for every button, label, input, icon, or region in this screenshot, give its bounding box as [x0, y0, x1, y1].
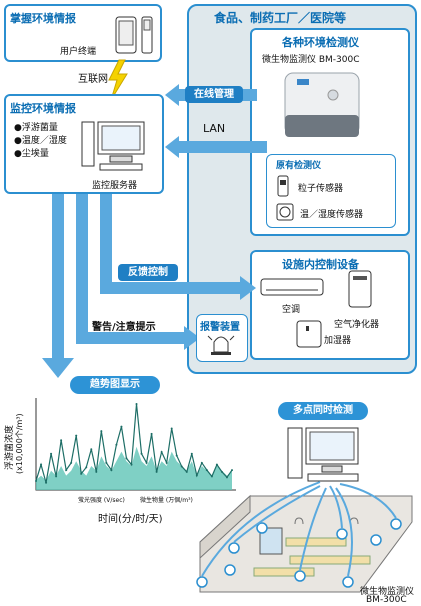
- microbe-point: [150, 432, 153, 435]
- server-computer-icon: [81, 121, 145, 171]
- microbe-point: [85, 466, 88, 469]
- warning-label: 警告/注意提示: [92, 322, 156, 333]
- terminal-label: 用户终端: [60, 47, 97, 57]
- monitor-item-temp: ●温度／湿度: [14, 136, 67, 146]
- temp-humidity-sensor-icon: [276, 203, 294, 221]
- humidifier-icon: [296, 320, 322, 348]
- microbe-point: [75, 434, 78, 437]
- microbe-point: [145, 461, 148, 464]
- microbe-point: [195, 474, 198, 477]
- humidifier-label: 加湿器: [324, 336, 352, 346]
- microbe-point: [185, 470, 188, 473]
- microbe-point: [220, 470, 223, 473]
- microbe-point: [105, 461, 108, 464]
- microbe-point: [225, 476, 228, 479]
- air-purifier-icon: [348, 270, 372, 308]
- bm300c-label: 微生物监测仪 BM-300C: [262, 55, 360, 65]
- series-fluorescence-area: [36, 446, 232, 490]
- chart-ylabel-line2: (x10,000个/m³): [15, 413, 24, 474]
- lan-label: LAN: [203, 122, 226, 135]
- trend-display-label: 趋势图显示: [70, 376, 160, 394]
- air-conditioner-label: 空调: [282, 305, 301, 315]
- microbe-point: [55, 475, 58, 478]
- microbe-point: [35, 479, 37, 482]
- factory-floor-illustration: [196, 481, 413, 593]
- lan-arrow-icon: [165, 136, 267, 158]
- microbe-point: [170, 427, 173, 430]
- air-purifier-label: 空气净化器: [334, 320, 380, 330]
- microbe-point: [95, 470, 98, 473]
- microbe-point: [100, 430, 103, 433]
- microbe-point: [205, 469, 208, 472]
- microbe-point: [215, 463, 218, 466]
- microbe-point: [175, 454, 178, 457]
- microbe-point: [140, 452, 143, 455]
- multipoint-computer-icon: [287, 427, 359, 482]
- microbe-point: [200, 461, 203, 464]
- monitor-title: 监控环境情报: [10, 102, 76, 115]
- alarm-title: 报警装置: [200, 322, 240, 333]
- microbe-point: [70, 461, 73, 464]
- microbe-point: [155, 470, 158, 473]
- multipoint-title: 多点同时检测: [278, 402, 368, 420]
- microbe-point: [45, 481, 48, 484]
- feedback-label: 反馈控制: [118, 264, 178, 281]
- monitor-item-bacteria: ●浮游菌量: [14, 123, 58, 133]
- microbe-point: [130, 463, 133, 466]
- phone-icon: [141, 16, 153, 54]
- bm300c-device-icon: [284, 72, 360, 137]
- monitor-item-dust: ●尘埃量: [14, 149, 49, 159]
- temp-humidity-sensor-label: 温／湿度传感器: [300, 210, 364, 220]
- alarm-light-icon: [207, 335, 235, 355]
- microbe-point: [160, 450, 163, 453]
- microbe-point: [180, 465, 183, 468]
- online-management-label: 在线管理: [185, 86, 243, 103]
- microbe-point: [231, 469, 233, 472]
- controls-box: [250, 250, 410, 360]
- microbe-point: [60, 439, 63, 442]
- chart-legend-2: 微生物量 (万個/m³): [140, 497, 193, 504]
- lightning-icon: [108, 59, 128, 101]
- air-conditioner-icon: [260, 278, 324, 296]
- grasp-title: 掌握环境情报: [10, 12, 76, 25]
- microbe-point: [165, 461, 168, 464]
- multipoint-device-line1: 微生物监测仪: [360, 587, 415, 597]
- server-label: 监控服务器: [92, 181, 138, 191]
- microbe-point: [50, 452, 53, 455]
- microbe-point: [110, 469, 113, 472]
- facility-title: 食品、制药工厂／医院等: [214, 11, 347, 25]
- microbe-point: [210, 475, 213, 478]
- microbe-point: [115, 443, 118, 446]
- tablet-icon: [115, 16, 137, 54]
- instruments-title: 各种环境检测仪: [282, 36, 359, 49]
- trend-chart: [35, 398, 236, 491]
- chart-xlabel: 时间(分/时/天): [98, 514, 163, 525]
- particle-sensor-label: 粒子传感器: [298, 184, 344, 194]
- existing-title: 原有检测仪: [276, 161, 322, 171]
- microbe-point: [40, 463, 43, 466]
- microbe-point: [190, 452, 193, 455]
- microbe-point: [80, 472, 83, 475]
- controls-title: 设施内控制设备: [282, 258, 359, 271]
- particle-sensor-icon: [277, 175, 289, 197]
- series-microbe-line: [35, 403, 233, 483]
- microbe-point: [90, 448, 93, 451]
- microbe-point: [125, 457, 128, 460]
- chart-legend-1: 萤光强度 (V/sec): [78, 497, 125, 504]
- microbe-point: [65, 469, 68, 472]
- microbe-point: [135, 403, 138, 405]
- internet-label: 互联网: [78, 74, 108, 85]
- multipoint-device-line2: BM-300C: [366, 595, 407, 605]
- microbe-point: [120, 425, 123, 428]
